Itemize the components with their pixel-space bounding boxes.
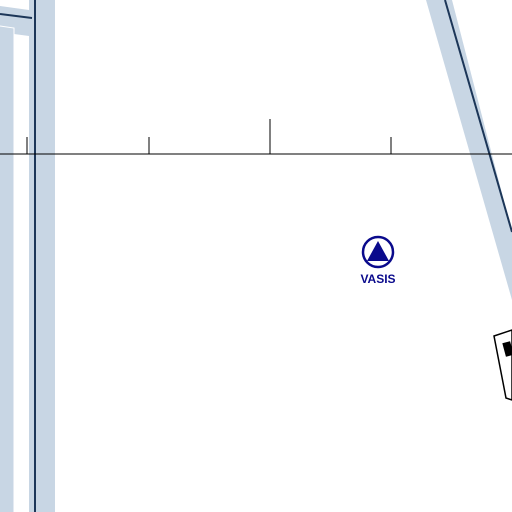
diagonal-road-band — [426, 0, 512, 300]
vertical-road-left — [29, 0, 55, 512]
vasis-triangle-icon — [367, 241, 389, 261]
road-branch-band — [0, 6, 29, 512]
road-branch-edge-inner — [0, 25, 15, 512]
vasis-label: VASIS — [360, 272, 395, 286]
diagonal-road-edge — [444, 0, 512, 233]
sign-box-mark — [502, 341, 512, 357]
diagonal-road-right — [426, 0, 512, 300]
partial-sign-box — [493, 329, 512, 401]
road-branch-edge-top — [0, 13, 33, 19]
road-band-left — [29, 0, 55, 512]
scale-line — [0, 119, 512, 155]
vasis-symbol[interactable]: VASIS — [360, 235, 396, 286]
road-branch-top-left — [0, 6, 33, 512]
